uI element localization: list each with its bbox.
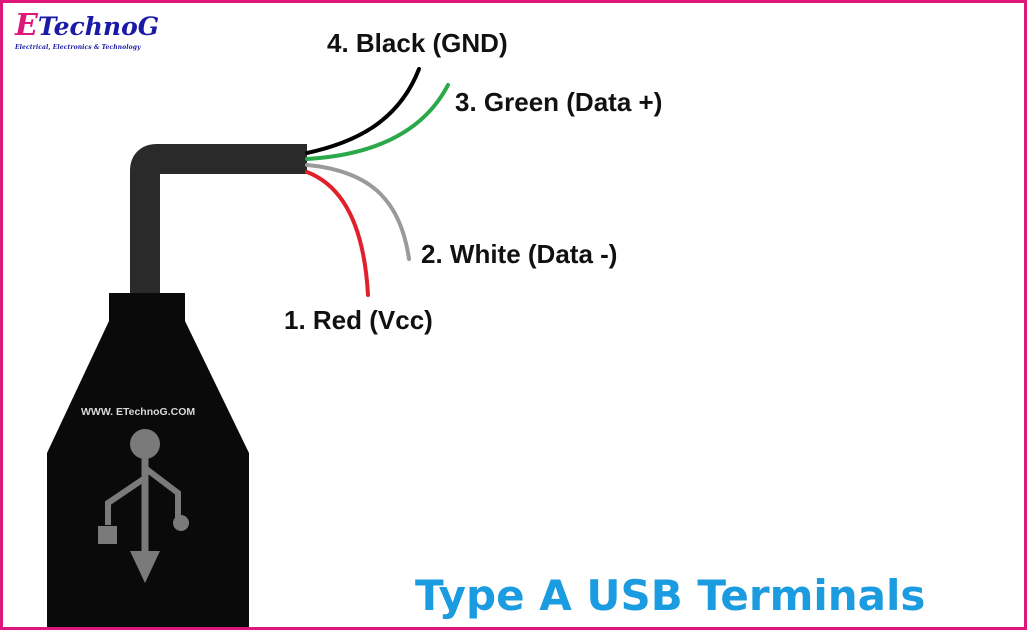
usb-icon bbox=[98, 429, 189, 583]
wire-green bbox=[305, 83, 450, 161]
wire-red bbox=[305, 170, 370, 297]
label-black-gnd: 4. Black (GND) bbox=[327, 28, 508, 58]
logo-name: TechnoG bbox=[37, 12, 160, 41]
label-green-data-plus: 3. Green (Data +) bbox=[455, 87, 663, 117]
cable bbox=[130, 144, 307, 295]
diagram-title: Type A USB Terminals bbox=[415, 571, 926, 620]
label-white-data-minus: 2. White (Data -) bbox=[421, 239, 618, 269]
label-red-vcc: 1. Red (Vcc) bbox=[284, 305, 433, 335]
website-watermark: WWW. ETechnoG.COM bbox=[81, 406, 196, 418]
etechnog-logo: ETechnoG Electrical, Electronics & Techn… bbox=[15, 8, 160, 52]
wire-black bbox=[305, 67, 421, 155]
logo-initial: E bbox=[15, 8, 38, 43]
usb-cable-diagram bbox=[47, 67, 450, 627]
logo-tagline: Electrical, Electronics & Technology bbox=[15, 44, 141, 51]
wire-white bbox=[305, 163, 411, 261]
